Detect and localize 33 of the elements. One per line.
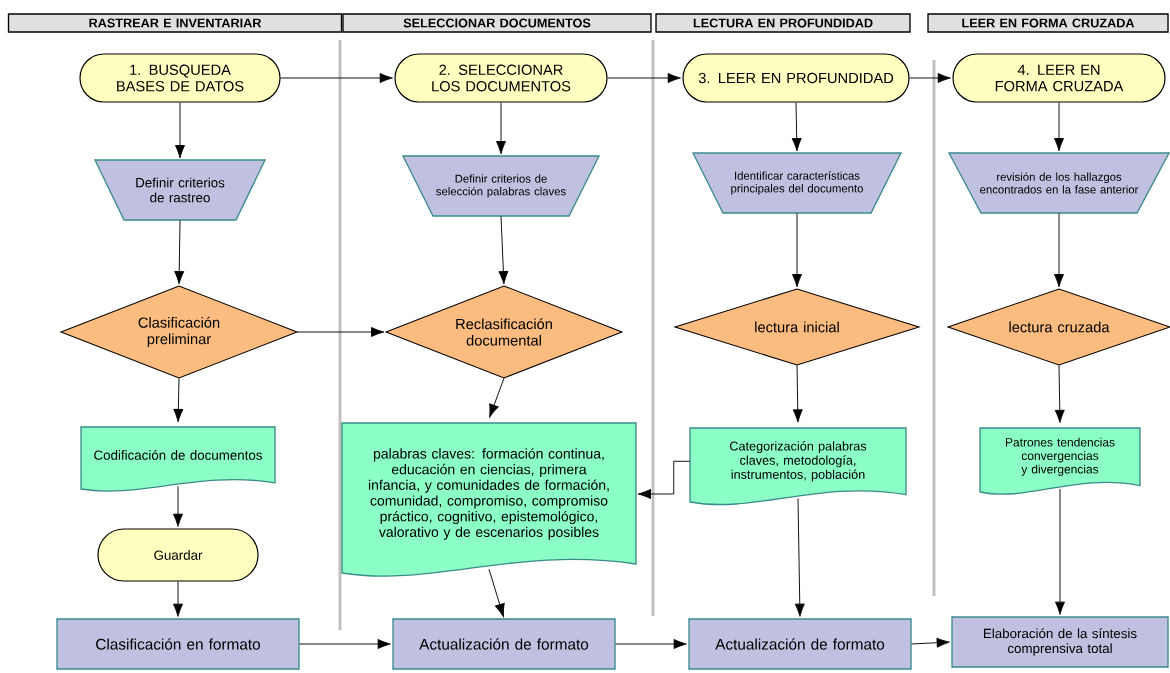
arrow <box>296 327 385 337</box>
arrow <box>1055 488 1065 615</box>
arrow <box>791 102 802 152</box>
arrow <box>615 639 687 649</box>
arrow <box>498 215 509 285</box>
arrow <box>173 377 184 423</box>
lane-header: LECTURA EN PROFUNDIDAD <box>655 13 911 33</box>
arrow <box>637 460 691 499</box>
arrow <box>496 102 506 155</box>
process-box: Elaboración de la síntesis comprensiva total <box>951 616 1169 668</box>
process-box: Clasificación en formato <box>56 618 300 670</box>
arrow <box>1054 212 1064 288</box>
lane-header: LEER EN FORMA CRUZADA <box>927 13 1169 33</box>
arrow <box>175 102 185 159</box>
arrow <box>299 639 391 649</box>
process-box: Actualización de formato <box>688 618 912 670</box>
arrow <box>489 377 505 418</box>
arrow <box>909 73 951 83</box>
arrow <box>1054 364 1065 423</box>
arrow <box>911 637 950 648</box>
arrow <box>173 581 183 617</box>
arrow <box>174 219 185 285</box>
arrow <box>607 73 681 83</box>
lane-header: SELECCIONAR DOCUMENTOS <box>342 13 652 33</box>
arrow <box>794 498 805 617</box>
arrow <box>488 568 505 617</box>
arrow <box>792 364 803 423</box>
arrow <box>1054 102 1064 152</box>
arrow <box>280 73 393 83</box>
arrow <box>792 212 802 288</box>
process-box: Actualización de formato <box>392 618 616 670</box>
arrow <box>173 485 183 527</box>
lane-header: RASTREAR E INVENTARIAR <box>7 13 343 33</box>
